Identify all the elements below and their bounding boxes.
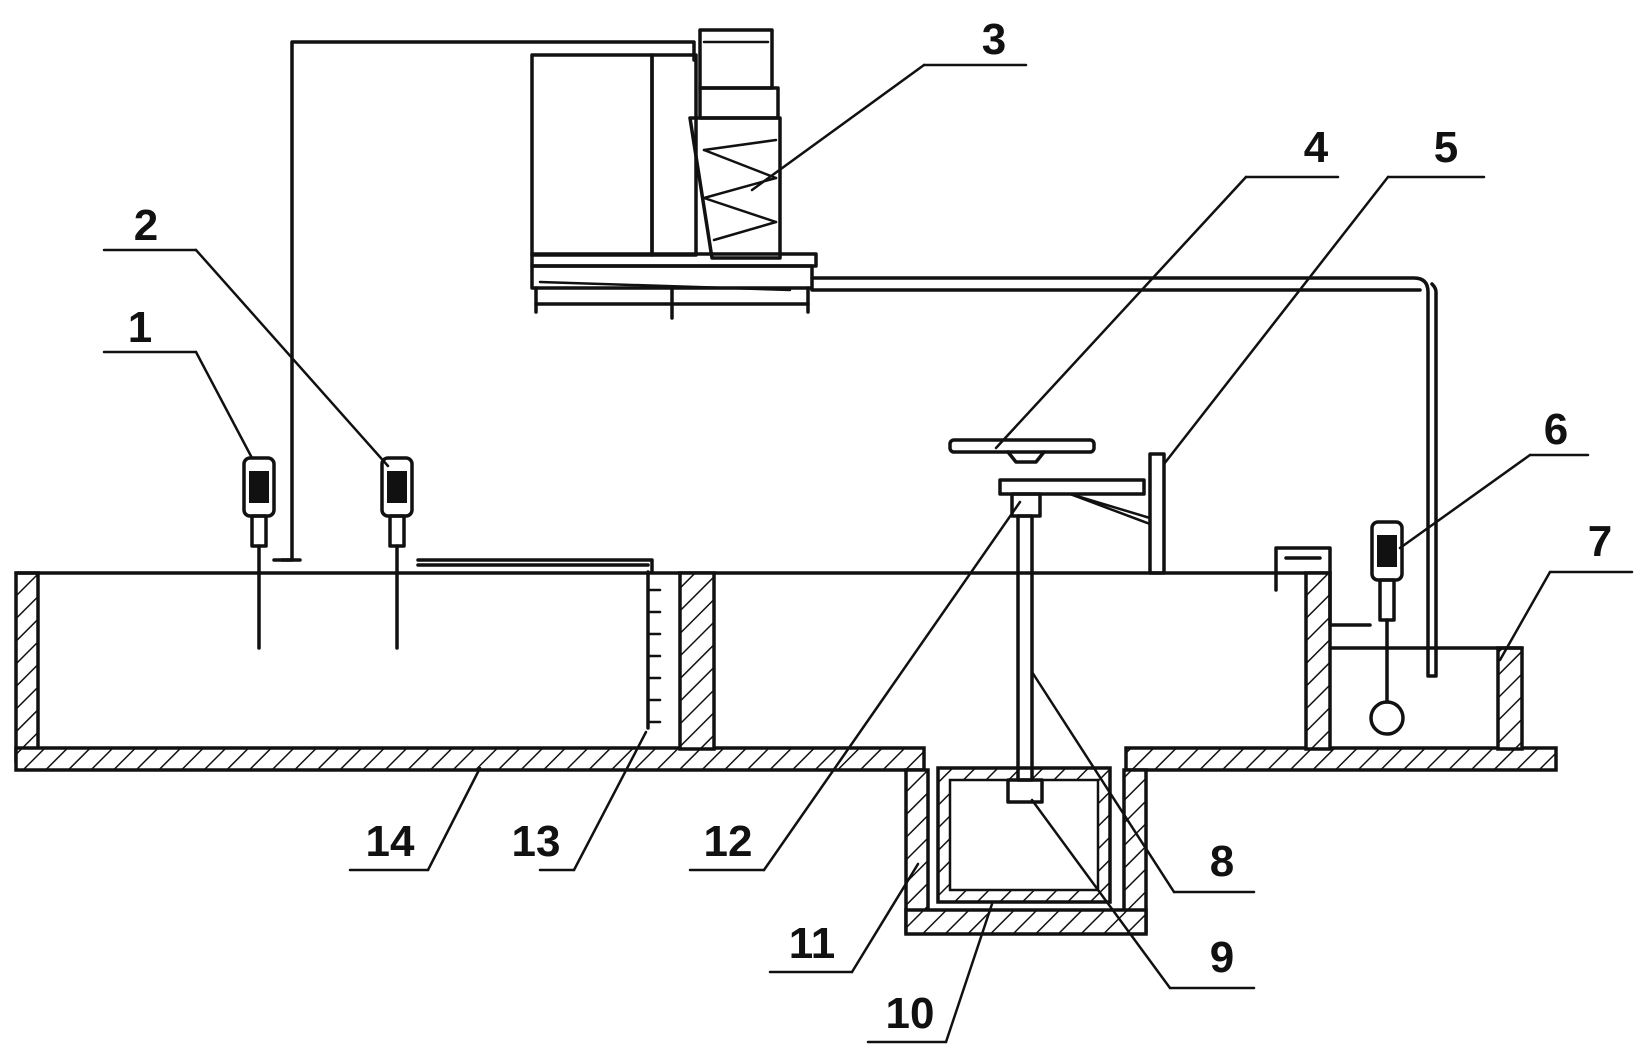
transfer-pipe <box>416 558 654 574</box>
leader-lines <box>102 63 1634 1044</box>
pit-bottom <box>904 908 1148 936</box>
handwheel-hub <box>1006 450 1046 464</box>
screw-flight-4 <box>702 196 778 224</box>
pump-2 <box>380 456 414 650</box>
pipes <box>272 40 1438 730</box>
screw-flight-5 <box>712 220 778 242</box>
label-7: 7 <box>1588 517 1612 566</box>
label-10: 10 <box>886 989 935 1038</box>
pit-left-wall <box>904 768 930 934</box>
handwheel <box>948 438 1096 454</box>
label-1: 1 <box>128 303 152 352</box>
label-11: 11 <box>789 919 836 968</box>
screw-housing <box>688 116 782 260</box>
pump-6 <box>1369 520 1405 736</box>
conveyor-trough <box>530 264 814 290</box>
sump-pit <box>904 766 1148 936</box>
screw-flight-2 <box>702 148 778 180</box>
labels: 1 2 3 4 5 6 7 8 9 10 11 12 13 14 <box>128 15 1612 1038</box>
label-3: 3 <box>982 15 1006 64</box>
pit-right-wall <box>1122 768 1148 934</box>
pump-1 <box>242 456 276 650</box>
label-9: 9 <box>1210 933 1234 982</box>
stirrer-assembly <box>948 438 1166 782</box>
shaft <box>1016 514 1034 782</box>
label-4: 4 <box>1304 123 1329 172</box>
tank-bottom-left <box>14 746 926 772</box>
label-13: 13 <box>512 817 561 866</box>
return-pipe <box>810 276 1438 678</box>
coupling <box>1010 492 1042 518</box>
label-6: 6 <box>1544 405 1568 454</box>
label-14: 14 <box>366 817 415 866</box>
arm-brace-2 <box>1068 492 1152 526</box>
label-8: 8 <box>1210 837 1234 886</box>
small-tank-right-wall <box>1496 646 1524 751</box>
tank-right-wall <box>1304 571 1332 751</box>
partition-wall <box>678 571 716 751</box>
tank-bottom-right <box>1124 746 1558 772</box>
pump6-pipe <box>1274 546 1372 627</box>
separator-unit <box>530 28 818 320</box>
unit-panel <box>650 53 698 257</box>
label-12: 12 <box>704 817 753 866</box>
feed-pipe <box>272 40 696 562</box>
tank-left-wall <box>14 571 40 763</box>
inner-box-cavity <box>948 778 1100 892</box>
label-5: 5 <box>1434 123 1458 172</box>
feed-hopper <box>698 28 774 90</box>
main-tank <box>14 571 1558 772</box>
screw-flight-1 <box>702 138 778 152</box>
support-arm <box>998 478 1146 496</box>
conveyor-screw <box>538 280 792 292</box>
label-2: 2 <box>134 201 158 250</box>
hopper-neck <box>698 86 780 120</box>
unit-cabinet <box>530 53 654 257</box>
bracket-post <box>1148 452 1166 575</box>
